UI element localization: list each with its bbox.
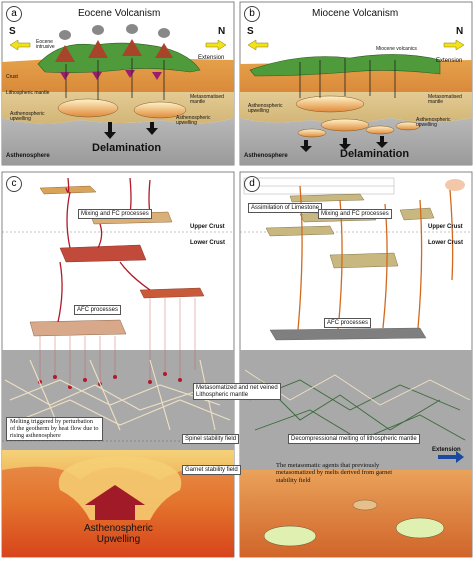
panel-b-dir-right: N [456, 26, 464, 37]
panel-d-limestone-box: Assimilation of Limestone [248, 203, 323, 213]
panel-d-agents-label: The metasomatic agents that previously m… [276, 462, 393, 484]
panel-a-dir-left: S [9, 26, 16, 37]
panel-d-letter: d [244, 176, 260, 192]
panel-b-metasom-label: Metasomatised mantle [428, 94, 462, 106]
panel-b [239, 1, 473, 166]
panel-d-afc-box: AFC processes [324, 318, 372, 328]
panel-d-upper-crust: Upper Crust [428, 224, 463, 230]
panel-c-metasom-box: Metasomatized and net veined Lithospheri… [193, 383, 281, 401]
panel-a-delam-label: Delamination [92, 142, 162, 154]
panel-d-mixing-box: Mixing and FC processes [318, 209, 392, 219]
panel-c-spinel-box: Spinel stability field [182, 434, 240, 444]
panel-b-letter: b [244, 6, 260, 22]
panel-a [1, 1, 235, 166]
panel-c-afc-box: AFC processes [74, 305, 122, 315]
panel-b-dir-left: S [247, 26, 254, 37]
panel-b-title: Miocene Volcanism [312, 8, 399, 19]
panel-b-extension-label: Extension [436, 58, 463, 64]
panel-a-extension-label: Extension [198, 55, 225, 61]
panel-c-melting-box: Melting triggered by perturbation of the… [6, 417, 103, 442]
panel-a-metasom-label: Metasomatised mantle [190, 94, 224, 106]
panel-d-lower-crust: Lower Crust [428, 240, 464, 246]
panel-a-asth-up1: Asthenospheric upwelling [10, 111, 45, 123]
panel-b-volcanics-label: Miocene volcanics [376, 46, 417, 52]
panel-c-upper-crust: Upper Crust [190, 224, 225, 230]
panel-a-litho-label: Lithospheric mantle [6, 90, 50, 96]
panel-d-decomp-box: Decompressional melting of lithospheric … [288, 434, 420, 444]
panel-a-title: Eocene Volcanism [78, 8, 161, 19]
panel-c-garnet-box: Garnet stability field [182, 465, 241, 475]
panel-b-asth-label: Asthenosphere [244, 153, 288, 159]
panel-a-letter: a [6, 6, 22, 22]
panel-a-dir-right: N [218, 26, 226, 37]
panel-a-crust-label: Crust [6, 74, 18, 80]
panel-c-mixing-box: Mixing and FC processes [78, 209, 152, 219]
panel-c-letter: c [6, 176, 22, 192]
panel-a-intrusive-label: Eocene intrusive [36, 39, 55, 51]
panel-b-asth-up2: Asthenospheric upwelling [416, 117, 451, 129]
panel-a-asth-up2: Asthenospheric upwelling [176, 115, 211, 127]
panel-a-asth-label: Asthenosphere [6, 153, 50, 159]
panel-c-lower-crust: Lower Crust [190, 240, 226, 246]
panel-b-delam-label: Delamination [340, 148, 410, 160]
panel-b-asth-up1: Asthenospheric upwelling [248, 103, 283, 115]
panel-d-extension-label: Extension [432, 447, 461, 453]
panel-c-upwelling-label: Asthenospheric Upwelling [84, 523, 153, 545]
